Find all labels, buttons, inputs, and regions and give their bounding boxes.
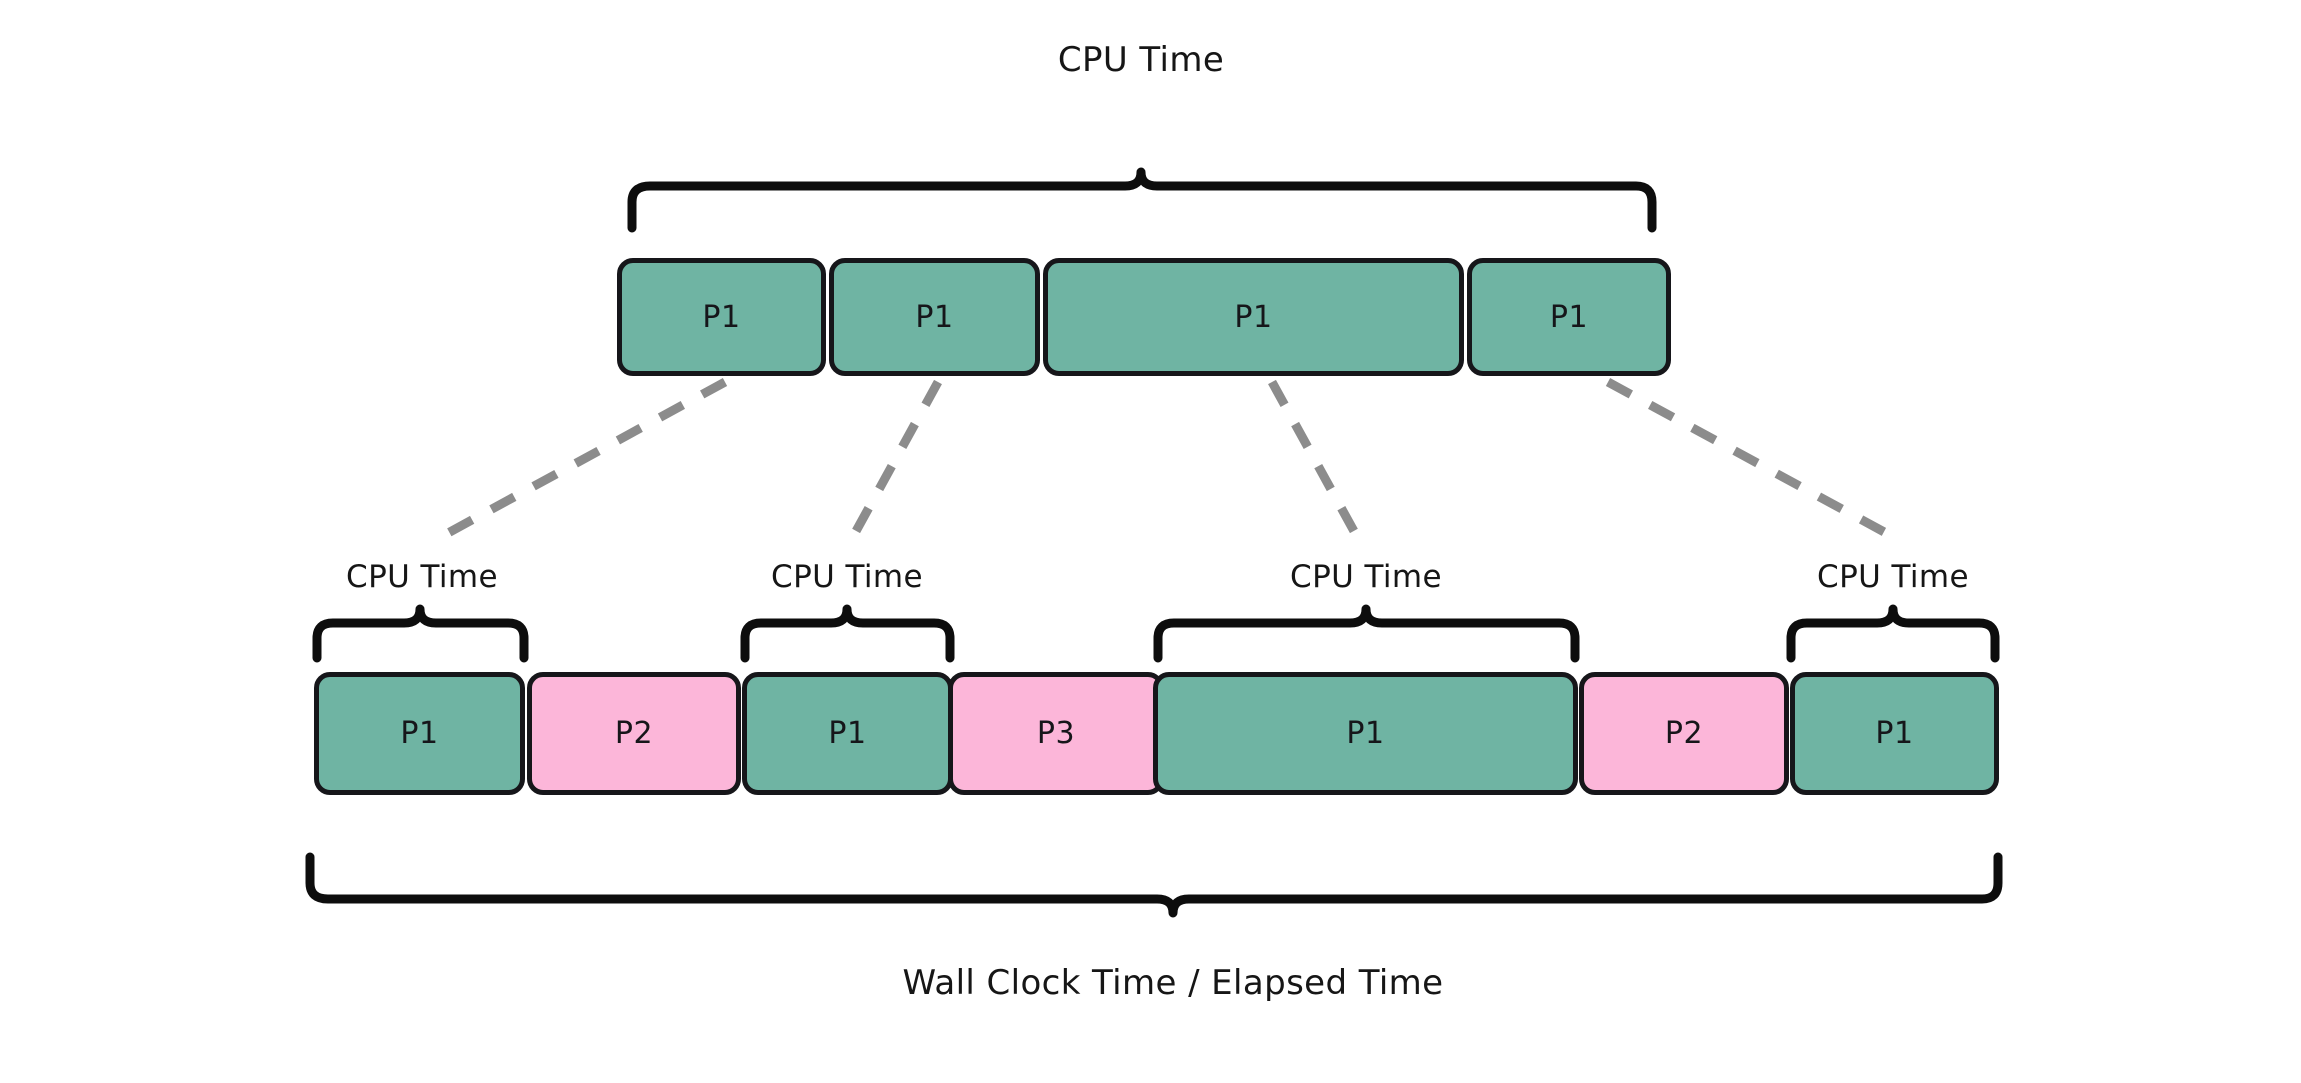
cpu-time-label-2: CPU Time bbox=[771, 559, 923, 595]
top-block-4[interactable]: P1 bbox=[1467, 258, 1671, 376]
top-block-3-label: P1 bbox=[1234, 299, 1273, 335]
top-block-4-label: P1 bbox=[1549, 299, 1589, 335]
bottom-block-6-label: P2 bbox=[1664, 716, 1704, 751]
bottom-block-2-label: P2 bbox=[614, 716, 654, 751]
top-block-2[interactable]: P1 bbox=[829, 258, 1040, 376]
cpu-time-label-4: CPU Time bbox=[1817, 559, 1969, 595]
wall-clock-time-label: Wall Clock Time / Elapsed Time bbox=[902, 963, 1444, 1003]
bottom-block-6[interactable]: P2 bbox=[1579, 672, 1789, 795]
brace-cpu-time-2 bbox=[740, 604, 955, 663]
top-block-1[interactable]: P1 bbox=[617, 258, 826, 376]
connector-line-4 bbox=[1605, 378, 1889, 537]
bottom-block-4[interactable]: P3 bbox=[948, 672, 1164, 795]
bottom-block-3[interactable]: P1 bbox=[742, 672, 953, 795]
top-block-1-label: P1 bbox=[702, 299, 741, 335]
brace-cpu-time-1 bbox=[312, 604, 529, 663]
cpu-time-label-1: CPU Time bbox=[346, 559, 498, 595]
brace-cpu-time-3 bbox=[1153, 604, 1580, 663]
top-cpu-time-label: CPU Time bbox=[1057, 40, 1225, 80]
bottom-block-3-label: P1 bbox=[828, 716, 867, 751]
brace-top-cpu-time bbox=[627, 167, 1657, 233]
bottom-block-5[interactable]: P1 bbox=[1153, 672, 1578, 795]
bottom-block-7-label: P1 bbox=[1875, 716, 1914, 751]
bottom-block-4-label: P3 bbox=[1036, 716, 1076, 751]
top-block-2-label: P1 bbox=[915, 299, 954, 335]
bottom-block-1[interactable]: P1 bbox=[314, 672, 525, 795]
bottom-block-1-label: P1 bbox=[400, 716, 439, 751]
brace-cpu-time-4 bbox=[1786, 604, 2000, 663]
brace-bottom-wall-clock bbox=[305, 852, 2003, 918]
connector-line-1 bbox=[445, 378, 728, 537]
bottom-block-7[interactable]: P1 bbox=[1790, 672, 1999, 795]
cpu-time-label-3: CPU Time bbox=[1290, 559, 1442, 595]
bottom-block-5-label: P1 bbox=[1346, 716, 1385, 751]
top-block-3[interactable]: P1 bbox=[1043, 258, 1464, 376]
bottom-block-2[interactable]: P2 bbox=[527, 672, 741, 795]
